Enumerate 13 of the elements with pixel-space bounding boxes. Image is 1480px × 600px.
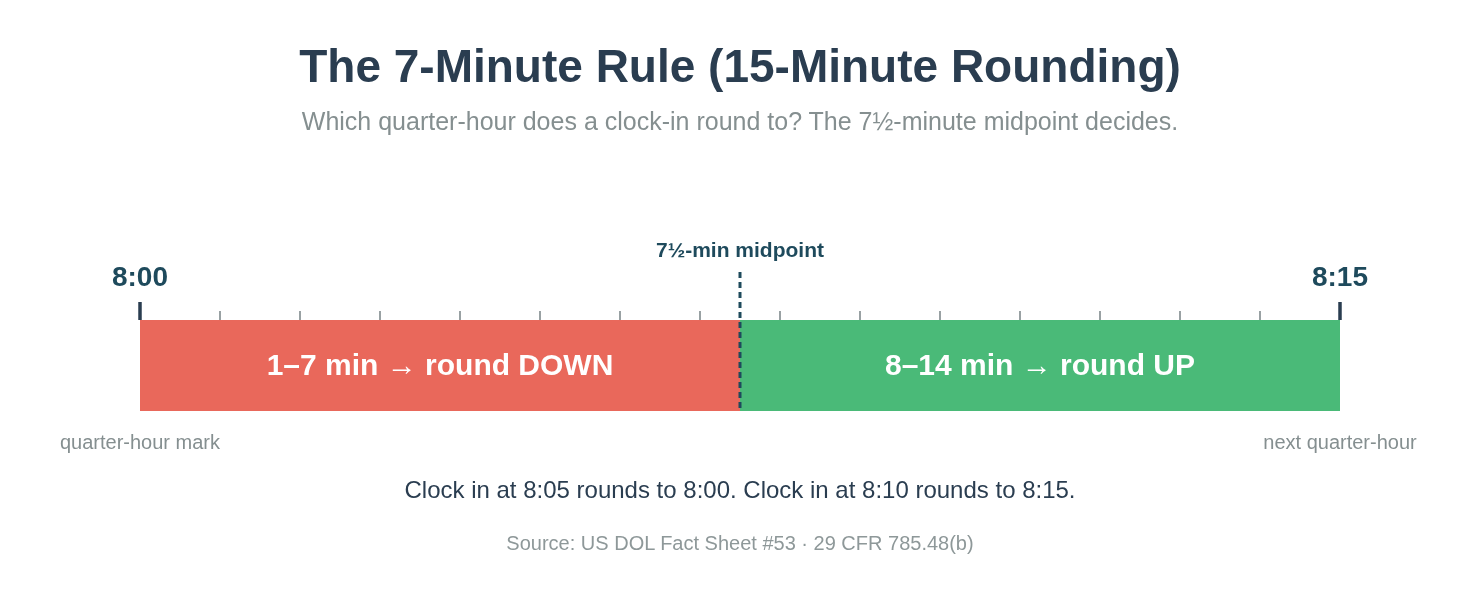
time-label: 8:15 (1312, 261, 1368, 294)
source-note: Source: US DOL Fact Sheet #53 · 29 CFR 785.48(b) (506, 532, 974, 555)
midpoint-label: 7½-min midpoint (656, 238, 824, 263)
interval-bar (740, 320, 1340, 411)
example-note: Clock in at 8:05 rounds to 8:00. Clock in at 8:10 rounds to 8:15. (404, 476, 1076, 504)
interval-bar (140, 320, 740, 411)
time-label: 8:00 (112, 261, 168, 294)
subtitle: Which quarter-hour does a clock-in round to? The 7½-minute midpoint decides. (301, 107, 1179, 136)
scale-end-note: next quarter-hour (1263, 431, 1417, 454)
title: The 7-Minute Rule (15-Minute Rounding) (299, 40, 1181, 93)
bar-label: 1–7 min → round DOWN (266, 348, 614, 383)
scale-end-note: quarter-hour mark (59, 431, 221, 454)
bar-label: 8–14 min → round UP (884, 348, 1196, 383)
